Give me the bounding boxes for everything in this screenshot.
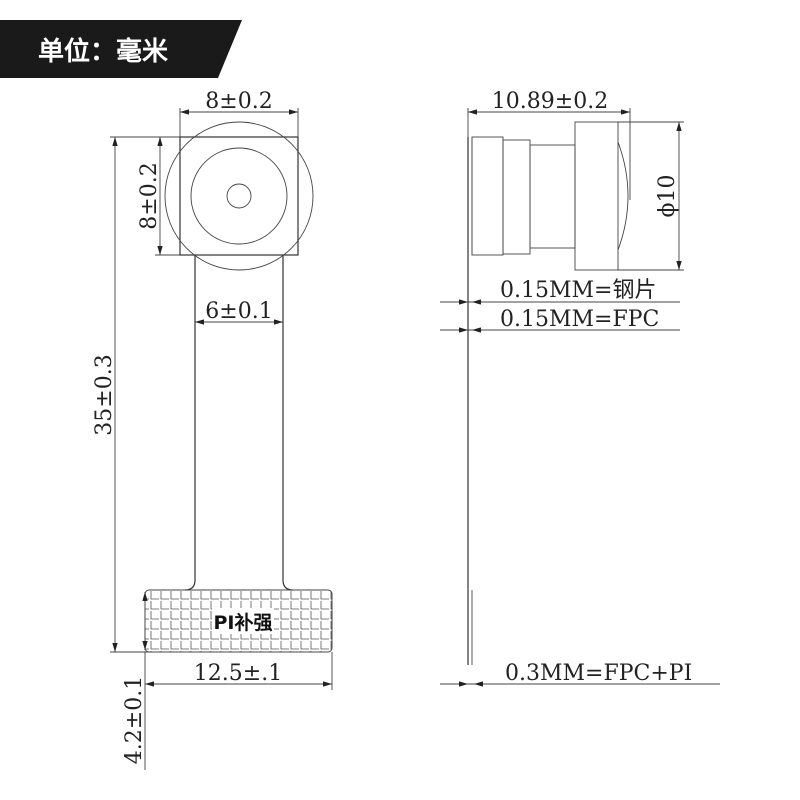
lens-mid-circle bbox=[190, 147, 288, 245]
lens-aperture-circle bbox=[226, 183, 252, 209]
sensor-square bbox=[179, 136, 299, 256]
pad-width-label: 12.5±.1 bbox=[194, 661, 282, 686]
height-label: 8±0.2 bbox=[137, 162, 162, 229]
unit-banner: 单位：毫米 bbox=[0, 20, 242, 78]
lens-outer-circle bbox=[164, 121, 314, 271]
steel-label: 0.15MM=钢片 bbox=[500, 278, 656, 303]
width-label: 8±0.2 bbox=[205, 89, 272, 114]
lens-holder-base bbox=[471, 136, 504, 256]
lens-barrel bbox=[529, 144, 576, 249]
stem-width-label: 6±0.1 bbox=[205, 299, 272, 324]
unit-label: 单位：毫米 bbox=[38, 36, 168, 67]
fpc-pi-label: 0.3MM=FPC+PI bbox=[505, 661, 692, 686]
pad-height-label: 4.2±0.1 bbox=[122, 676, 147, 764]
lens-head bbox=[574, 121, 619, 271]
pad-label: PI补强 bbox=[214, 611, 273, 634]
length-label: 10.89±0.2 bbox=[492, 89, 608, 114]
total-length-label: 35±0.3 bbox=[92, 354, 117, 435]
lens-dome bbox=[617, 141, 629, 251]
side-view: 10.89±0.2 ϕ10 0.15MM=钢片 0.15MM=FPC 0.3MM… bbox=[440, 89, 720, 687]
fpc-label: 0.15MM=FPC bbox=[500, 307, 659, 332]
front-view: PI补强 8±0.2 8±0.2 6±0.1 35±0.3 12.5±.1 4.… bbox=[92, 89, 333, 770]
diameter-label: ϕ10 bbox=[655, 175, 680, 218]
